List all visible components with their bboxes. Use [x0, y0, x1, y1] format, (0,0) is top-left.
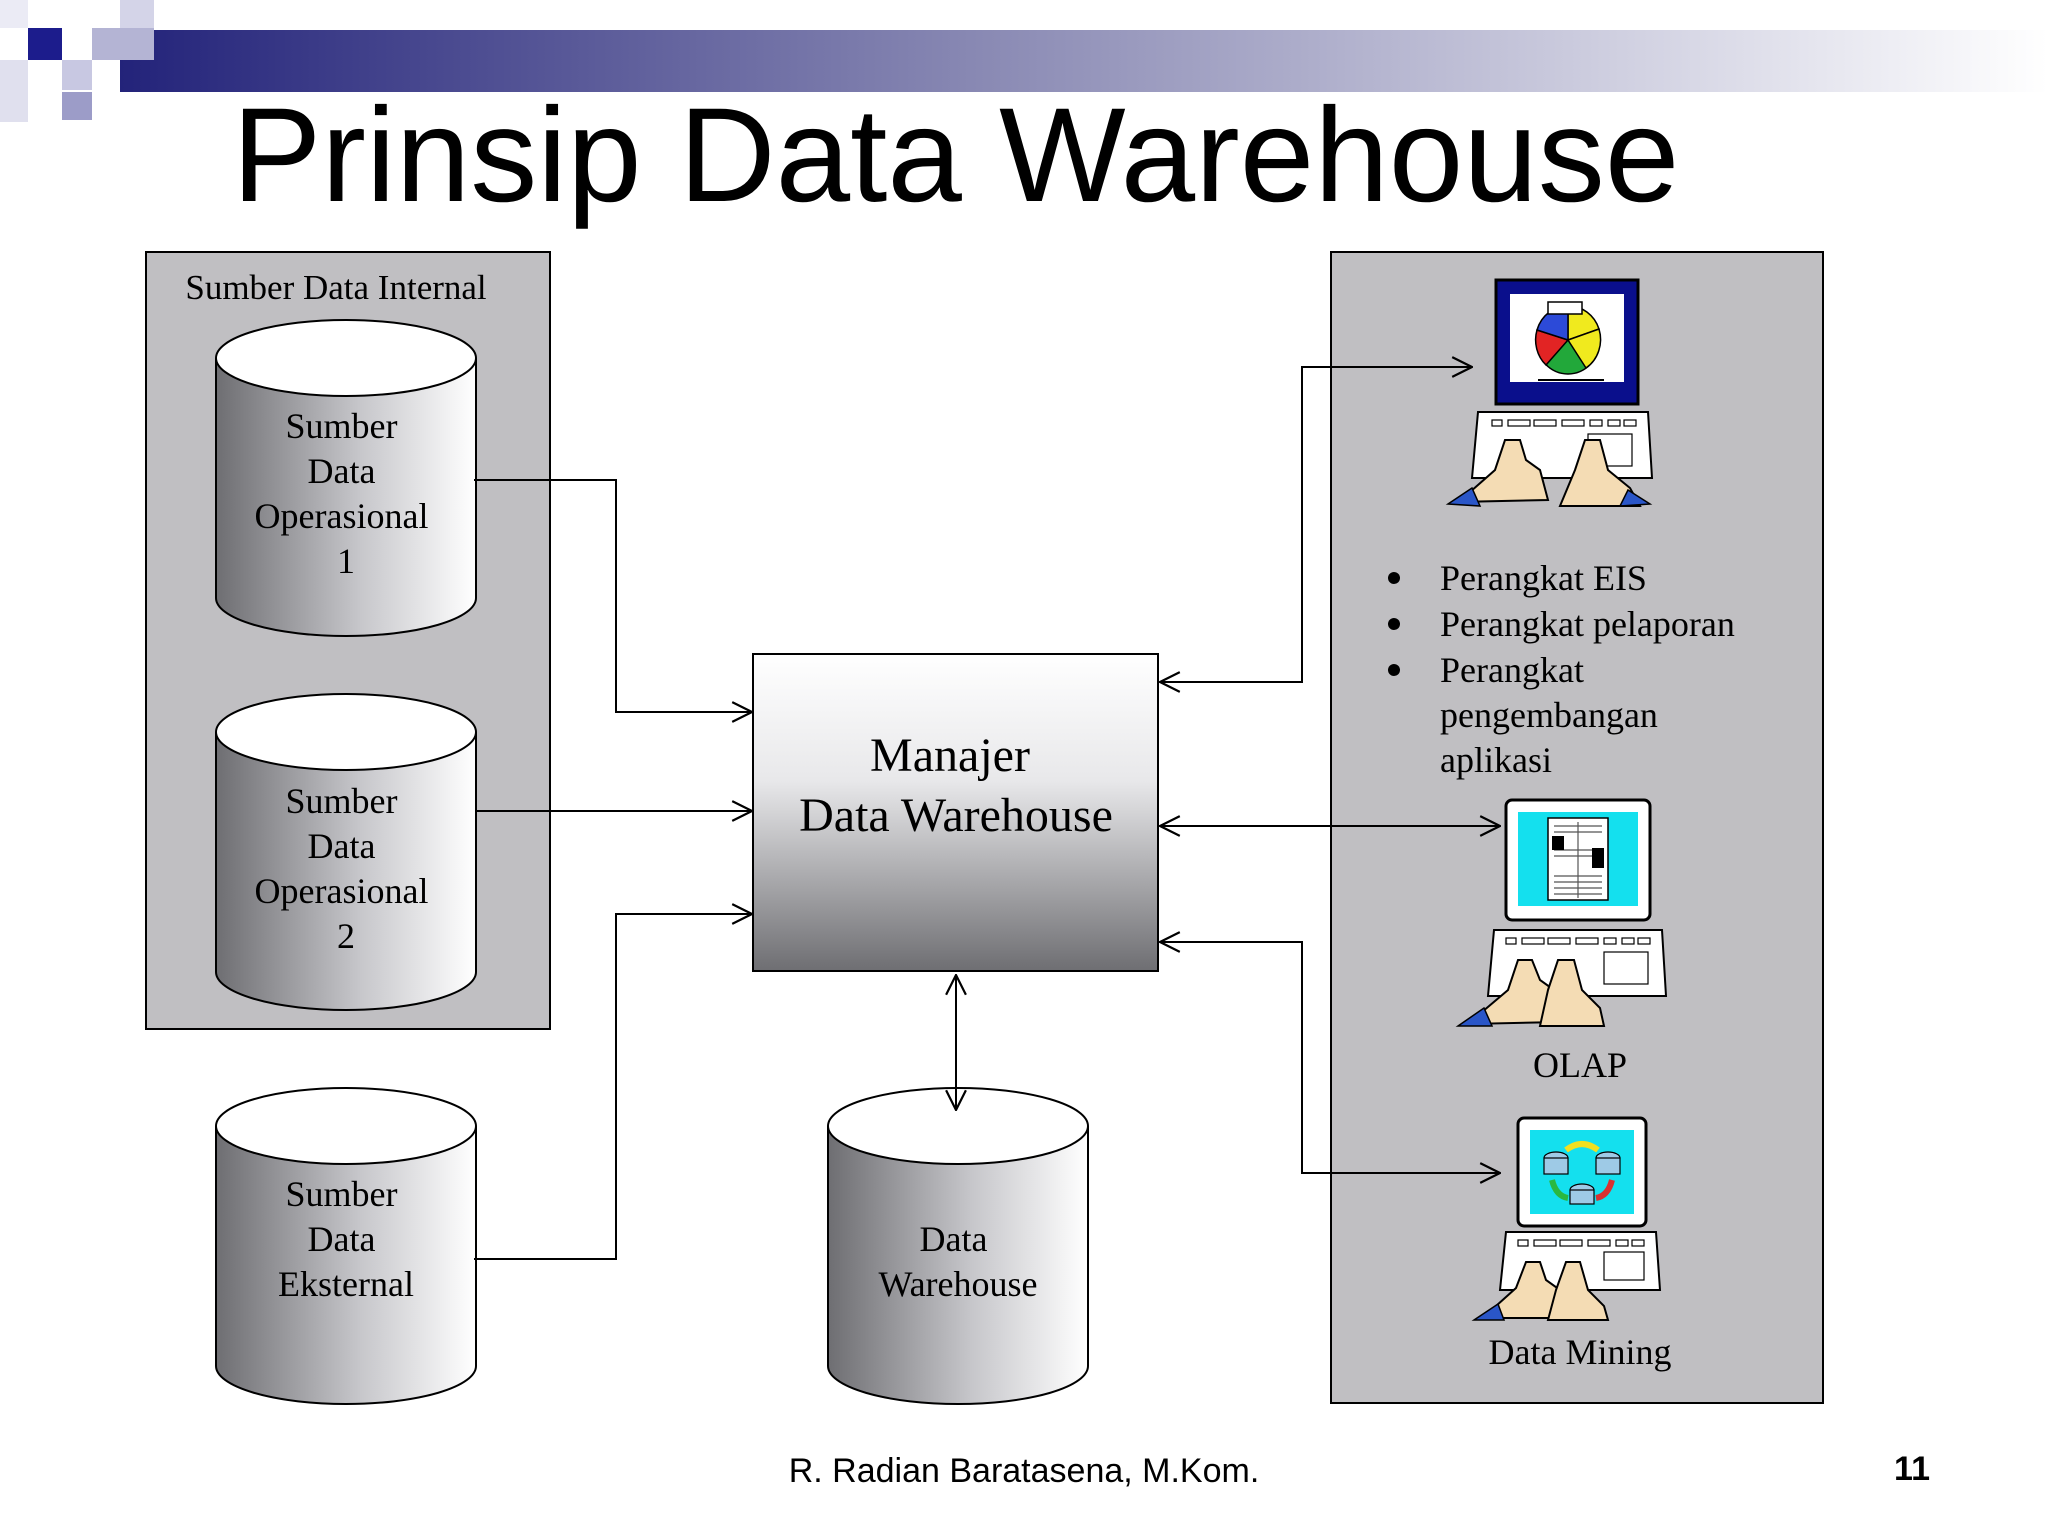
source-label-line: Operasional: [255, 871, 429, 911]
deco-square: [62, 92, 92, 120]
svg-text:Sumber Data Operas: Sumber Data Operasional 2: [255, 781, 438, 956]
tool-bullet-line: pengembangan: [1440, 695, 1658, 735]
connector-manager-mining: [1160, 942, 1500, 1173]
deco-square: [92, 28, 154, 60]
source-label-line: Eksternal: [278, 1264, 414, 1304]
svg-text:Sumber Data Ekster: Sumber Data Eksternal: [278, 1174, 414, 1304]
report-icon: [1547, 817, 1609, 901]
manager-label-line: Data Warehouse: [799, 789, 1113, 842]
deco-square: [62, 60, 92, 90]
svg-text:Perangkat pengembangan: Perangkat pengembangan aplikasi: [1440, 650, 1667, 780]
title-band: [120, 30, 2048, 92]
internal-sources-label: Sumber Data Internal: [185, 268, 487, 307]
source-label-line: Data: [308, 451, 376, 491]
warehouse-label-line: Warehouse: [878, 1264, 1037, 1304]
manager-box: Manajer Data Warehouse: [752, 653, 1159, 972]
tool-bullet-line: aplikasi: [1440, 740, 1552, 780]
source-label-line: Sumber: [286, 781, 398, 821]
data-mining-label: Data Mining: [1489, 1332, 1672, 1372]
warehouse-label-line: Data: [920, 1219, 988, 1259]
manager-label-line: Manajer: [870, 729, 1030, 782]
bullet-dot: [1388, 572, 1400, 584]
deco-square: [0, 0, 28, 28]
source-label-line: 1: [337, 541, 355, 581]
mining-cycle-icon: [1543, 1141, 1621, 1205]
page-number: 11: [1894, 1450, 1930, 1488]
connector-op1-to-manager: [474, 479, 752, 712]
tools-bullet-list: Perangkat EIS Perangkat pelaporan Perang…: [1388, 558, 1735, 780]
deco-square: [120, 0, 154, 30]
tool-bullet-line: Perangkat pelaporan: [1440, 604, 1735, 644]
source-label-line: 2: [337, 916, 355, 956]
source-label-line: Data: [308, 826, 376, 866]
footer-author: R. Radian Baratasena, M.Kom.: [788, 1452, 1260, 1490]
bullet-dot: [1388, 664, 1400, 676]
svg-text:Sumber Data Operas: Sumber Data Operasional 1: [255, 406, 438, 581]
computer-eis-icon: [1445, 278, 1654, 507]
source-label-line: Sumber: [286, 406, 398, 446]
deco-square: [0, 60, 28, 122]
svg-text:Perangkat EIS: Perangkat EIS: [1440, 558, 1647, 598]
header-decoration: [0, 0, 2048, 122]
connector-manager-eis: [1160, 367, 1472, 682]
pie-chart-icon: [1534, 301, 1604, 381]
data-warehouse-cylinder: Data Warehouse: [827, 1087, 1089, 1405]
source-cylinder-eksternal: Sumber Data Eksternal: [215, 1087, 477, 1405]
source-cylinder-operasional-1: Sumber Data Operasional 1: [215, 319, 477, 637]
connector-ext-to-manager: [474, 914, 752, 1260]
olap-label: OLAP: [1533, 1045, 1627, 1085]
deco-square: [28, 28, 62, 60]
tool-bullet-line: Perangkat EIS: [1440, 558, 1647, 598]
svg-text:Manajer Data Warehouse: Manajer Data Warehouse: [799, 729, 1113, 842]
computer-olap-icon: [1455, 798, 1668, 1027]
tool-bullet-line: Perangkat: [1440, 650, 1584, 690]
svg-text:Data Warehouse: Data Warehouse: [878, 1219, 1037, 1304]
source-label-line: Operasional: [255, 496, 429, 536]
svg-text:Perangkat pelaporan: Perangkat pelaporan: [1440, 604, 1735, 644]
computer-mining-icon: [1471, 1116, 1662, 1321]
slide-title: Prinsip Data Warehouse: [232, 81, 1680, 230]
bullet-dot: [1388, 618, 1400, 630]
source-label-line: Sumber: [286, 1174, 398, 1214]
source-cylinder-operasional-2: Sumber Data Operasional 2: [215, 693, 477, 1011]
source-label-line: Data: [308, 1219, 376, 1259]
